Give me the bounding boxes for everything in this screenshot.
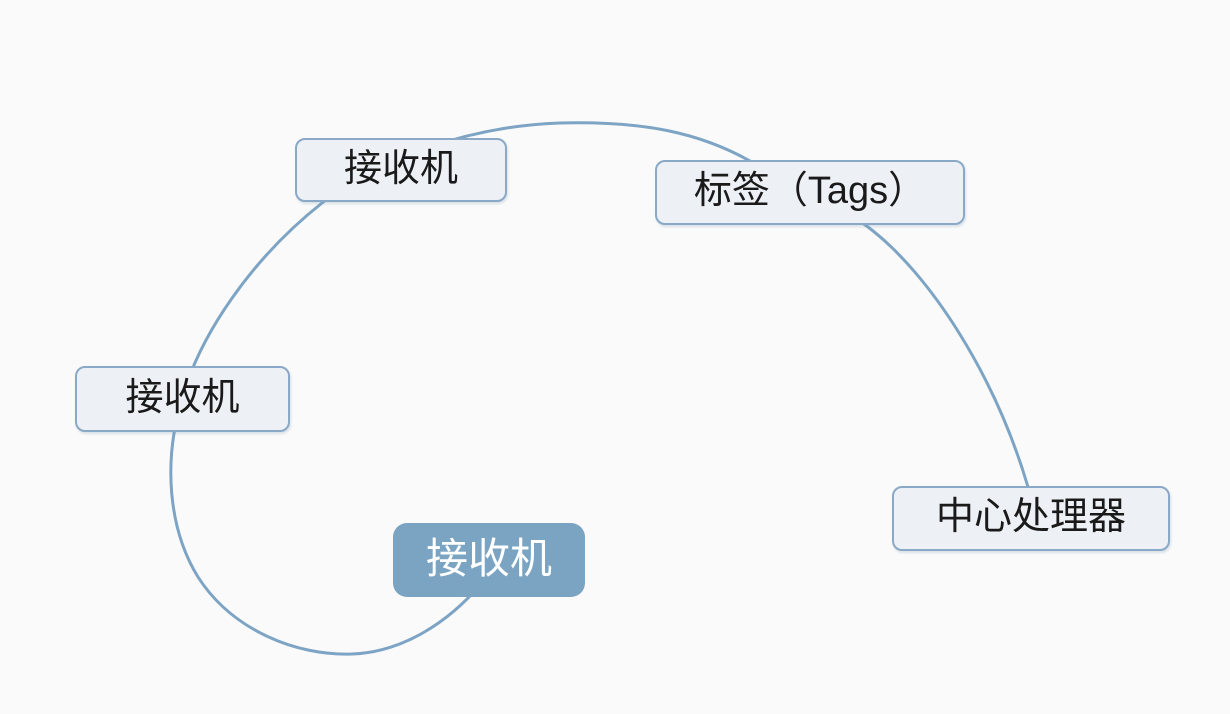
node-tags[interactable]: 标签（Tags） xyxy=(655,160,965,225)
node-label: 接收机 xyxy=(125,376,240,419)
node-label: 接收机 xyxy=(425,534,552,582)
node-receiver-selected[interactable]: 接收机 xyxy=(393,523,585,597)
node-label: 中心处理器 xyxy=(935,496,1126,538)
node-central-processor[interactable]: 中心处理器 xyxy=(892,486,1170,551)
node-receiver-top[interactable]: 接收机 xyxy=(295,138,507,202)
node-label: 接收机 xyxy=(343,147,458,190)
node-label: 标签（Tags） xyxy=(693,170,927,212)
node-receiver-left[interactable]: 接收机 xyxy=(75,366,290,432)
